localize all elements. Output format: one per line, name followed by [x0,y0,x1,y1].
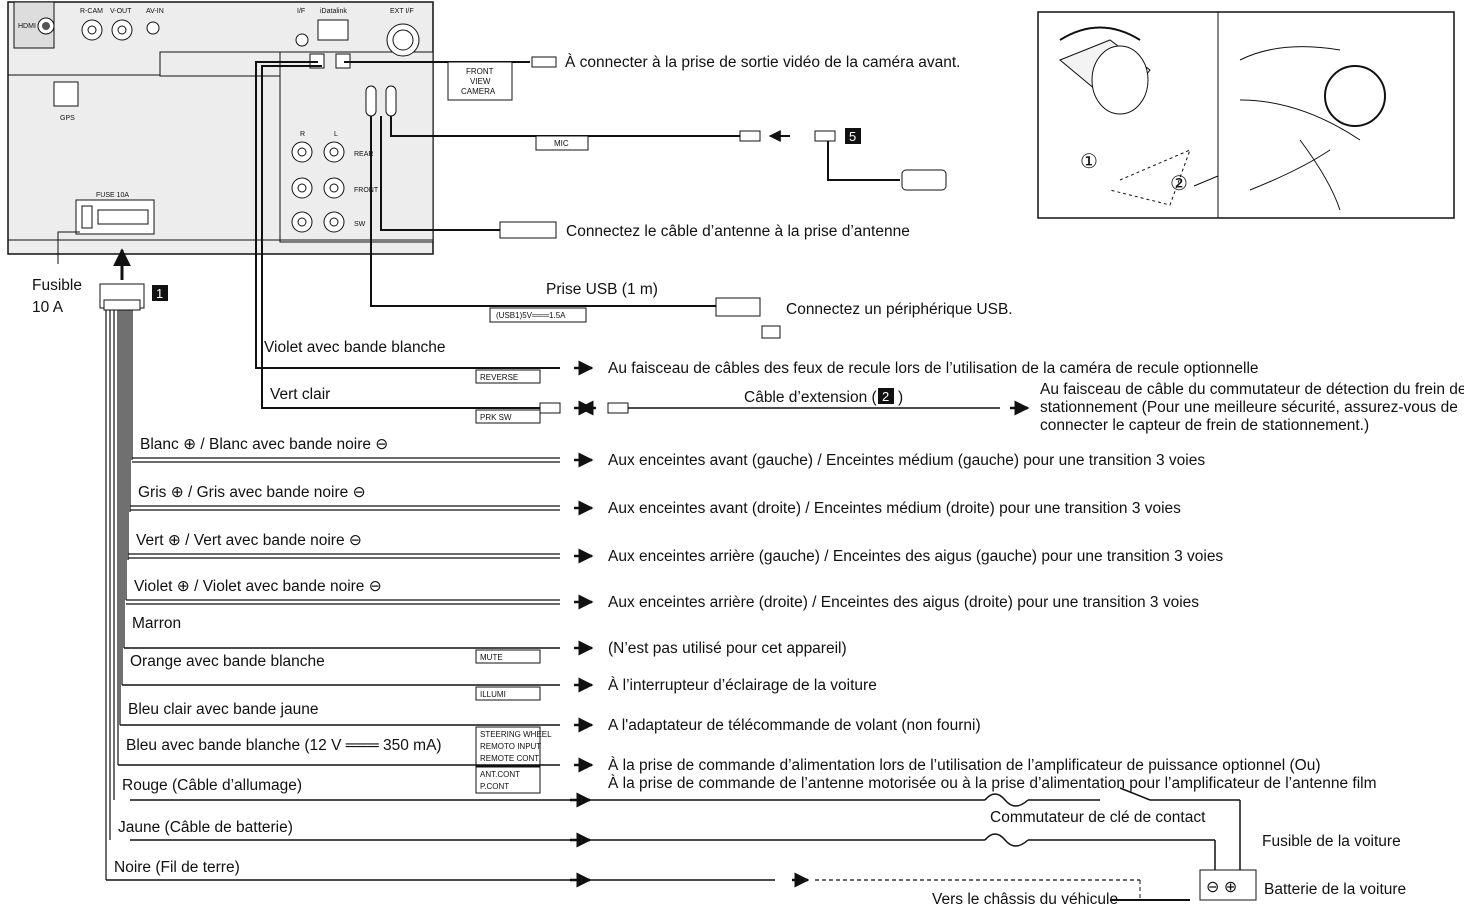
wire-name: Vert ⊕ / Vert avec bande noire ⊖ [136,532,362,549]
wire-violet: Violet ⊕ / Violet avec bande noire ⊖ Aux … [126,578,1199,611]
front-cam-tag-1: FRONT [466,67,494,76]
car-fuse-label: Fusible de la voiture [1262,833,1401,850]
mic-group: MIC 5 [390,116,947,191]
wire-desc: À la prise de commande d’alimentation lo… [608,757,1321,774]
hdmi-label: HDMI [18,23,36,30]
wire-desc: Au faisceau de câble du commutateur de d… [1040,381,1464,398]
rcam-label: R-CAM [80,8,103,15]
avin-label: AV-IN [146,8,164,15]
usb-tag: (USB1)5V═══1.5A [496,311,566,320]
wire-yellow: Jaune (Câble de batterie) [118,819,592,848]
wire-name: Rouge (Câble d’allumage) [122,777,302,794]
wire-desc: Aux enceintes arrière (gauche) / Enceint… [608,548,1223,565]
audio-col-l: L [334,131,338,138]
fuse-line1: Fusible [32,277,82,294]
audio-row-sw: SW [354,221,366,228]
wire-tag: STEERING WHEEL [480,730,552,739]
antenna-desc: Connectez le câble d’antenne à la prise … [566,223,910,240]
wire-name: Noire (Fil de terre) [114,859,240,876]
wire-desc: A l'adaptateur de télécommande de volant… [608,717,981,734]
badge-5: 5 [849,129,856,144]
wire-tag: REMOTE CONT [480,754,539,763]
wire-desc: Aux enceintes arrière (droite) / Enceint… [608,594,1199,611]
wire-desc: (N’est pas utilisé pour cet appareil) [608,640,847,657]
wire-name: Violet avec bande blanche [264,339,446,356]
wire-gray: Gris ⊕ / Gris avec bande noire ⊖ Aux ence… [130,484,1181,517]
ignition-switch-label: Commutateur de clé de contact [990,809,1206,826]
front-cam-desc: À connecter à la prise de sortie vidéo d… [565,54,960,71]
ext-if-label: EXT I/F [390,8,414,15]
wire-blue: Bleu avec bande blanche (12 V ═══ 350 mA… [118,737,1377,794]
if-label: I/F [297,8,305,15]
chassis-label: Vers le châssis du véhicule [932,891,1118,908]
battery-minus: ⊖ ⊕ [1206,879,1237,896]
wire-desc: stationnement (Pour une meilleure sécuri… [1040,399,1458,416]
step-2: ② [1170,173,1188,195]
front-cam-tag-2: VIEW [470,77,491,86]
wire-name: Blanc ⊕ / Blanc avec bande noire ⊖ [140,436,388,453]
usb-desc: Connectez un périphérique USB. [786,301,1013,318]
audio-row-front: FRONT [354,187,379,194]
wire-tag: PRK SW [480,413,512,422]
extension-cable-label: Câble d’extension ( [744,389,878,406]
reverse-prk-group [255,61,560,409]
usb-group: Prise USB (1 m) (USB1)5V═══1.5A Connecte… [370,116,1013,339]
harness-connector: 1 [99,283,168,880]
audio-col-r: R [300,131,305,138]
wire-name: Bleu avec bande blanche (12 V ═══ 350 mA… [126,737,442,754]
head-unit-panel: HDMI R-CAM V-OUT AV-IN I/F iDatalink EXT… [7,1,434,255]
wire-desc: Aux enceintes avant (gauche) / Enceintes… [608,452,1205,469]
wire-tag: P.CONT [480,782,509,791]
wire-white: Blanc ⊕ / Blanc avec bande noire ⊖ Aux en… [132,436,1205,469]
wire-name: Orange avec bande blanche [130,653,325,670]
badge-2: 2 [882,389,889,404]
wire-name: Violet ⊕ / Violet avec bande noire ⊖ [134,578,382,595]
wire-desc: Aux enceintes avant (droite) / Enceintes… [608,500,1181,517]
car-battery-label: Batterie de la voiture [1264,881,1406,898]
wire-black: Noire (Fil de terre) [114,859,810,888]
gps-label: GPS [60,115,75,122]
mic-mount-inset: ① ② [1037,11,1455,219]
step-1: ① [1080,151,1098,173]
wire-name: Vert clair [270,386,330,403]
front-camera-group: FRONT VIEW CAMERA À connecter à la prise… [344,54,960,101]
wire-green: Vert ⊕ / Vert avec bande noire ⊖ Aux ence… [128,532,1223,565]
wire-tag: MUTE [480,653,503,662]
front-cam-tag-3: CAMERA [461,87,496,96]
extension-cable-label-end: ) [898,389,903,406]
wire-tag: ANT.CONT [480,770,520,779]
wire-name: Marron [132,615,181,632]
wire-desc: Au faisceau de câbles des feux de recule… [608,360,1259,377]
audio-row-rear: REAR [354,151,373,158]
idatalink-label: iDatalink [320,8,347,15]
wire-name: Bleu clair avec bande jaune [128,701,318,718]
wire-tag: REMOTO INPUT [480,742,541,751]
wire-name: Gris ⊕ / Gris avec bande noire ⊖ [138,484,366,501]
fuse-line2: 10 A [32,299,64,316]
usb-title: Prise USB (1 m) [546,281,658,298]
antenna-group: Connectez le câble d’antenne à la prise … [380,116,910,240]
wire-desc: À l’interrupteur d’éclairage de la voitu… [608,677,877,694]
wire-desc: connecter le capteur de frein de station… [1040,417,1369,434]
power-section: Commutateur de clé de contact Fusible de… [106,787,1406,908]
wire-name: Jaune (Câble de batterie) [118,819,293,836]
vout-label: V-OUT [110,8,132,15]
mic-tag: MIC [554,139,569,148]
wire-tag: REVERSE [480,373,518,382]
wire-tag: ILLUMI [480,690,506,699]
badge-1: 1 [156,286,163,301]
wire-desc: À la prise de commande de l’antenne moto… [608,775,1377,792]
fuse-box-label: FUSE 10A [96,192,129,199]
fuse-callout: Fusible 10 A [32,231,131,316]
